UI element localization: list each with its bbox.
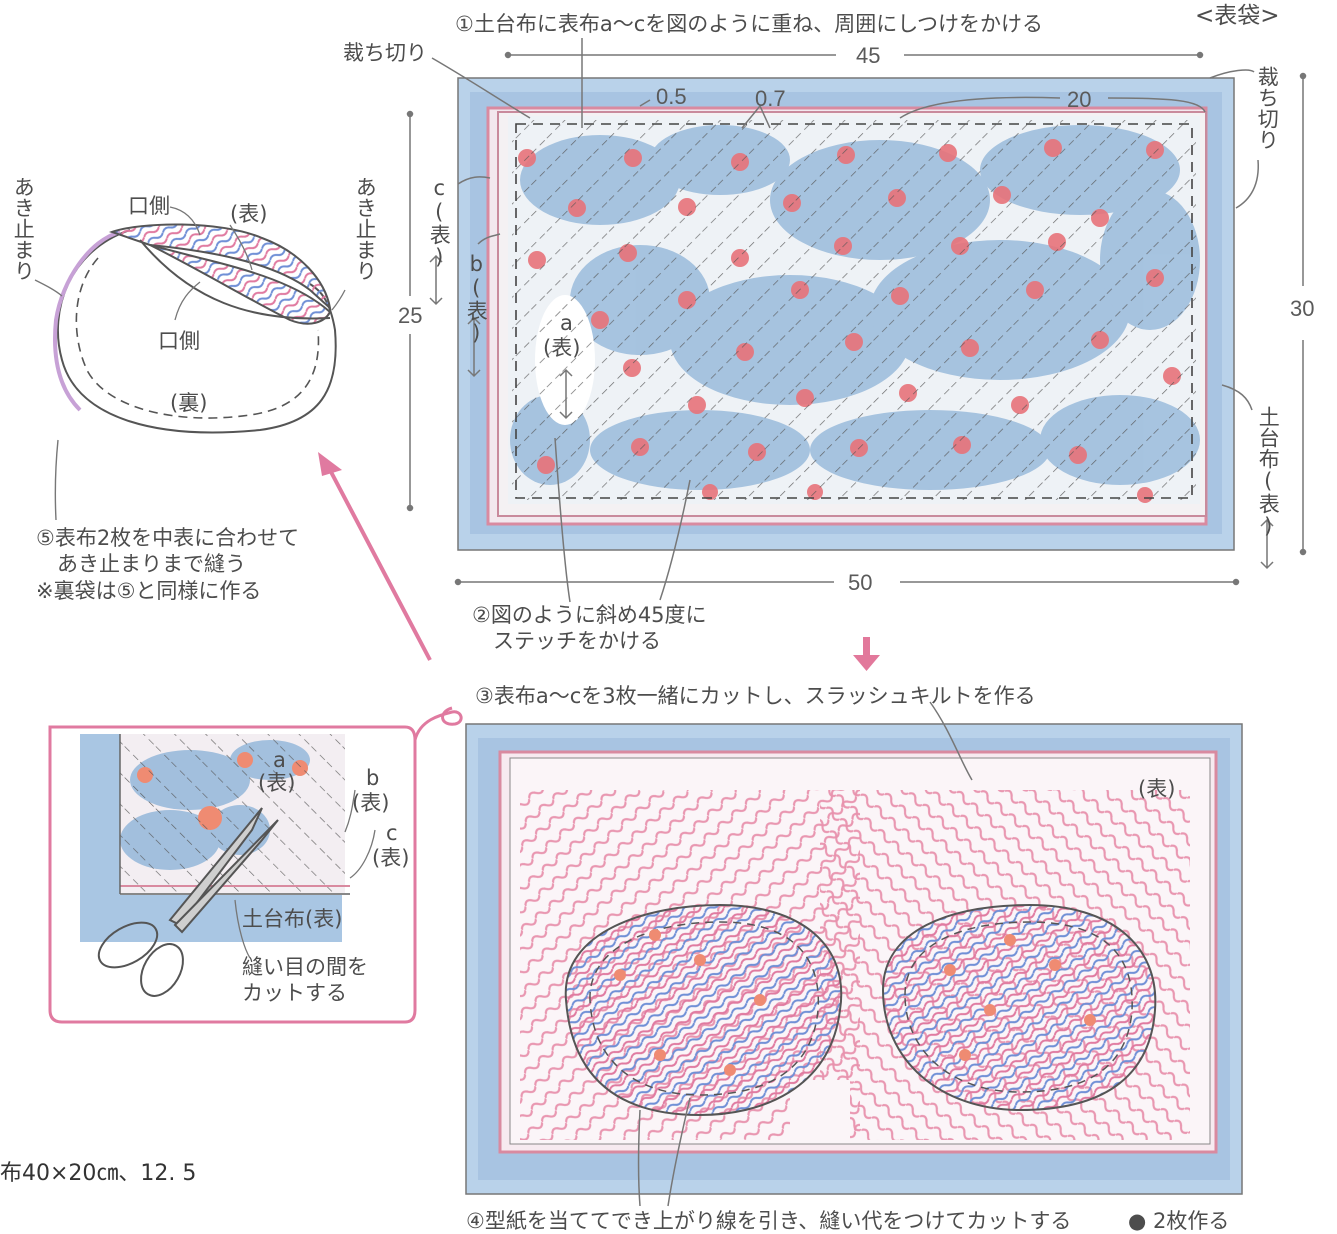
step-1-text: ①土台布に表布a〜cを図のように重ね、周囲にしつけをかける <box>455 12 1043 36</box>
scissors-icon <box>97 807 279 997</box>
step-5-text: ⑤表布2枚を中表に合わせて あき止まりまで縫う ※裏袋は⑤と同様に作る <box>36 526 300 603</box>
inset-a-label: a <box>273 748 286 772</box>
bottom-face-label: (表) <box>1138 777 1176 801</box>
step-3-text: ③表布a〜cを3枚一緒にカットし、スラッシュキルトを作る <box>475 684 1036 708</box>
fabric-b-label: b(表) <box>464 252 489 345</box>
base-fabric-label: 土台布(表) <box>1256 406 1281 538</box>
fabric-c-label: c(表) <box>427 176 452 269</box>
bag-illustration <box>34 206 346 521</box>
top-panel <box>457 77 1235 551</box>
bag-front-label: (表) <box>230 202 268 226</box>
offset-label-b: 0.7 <box>755 86 786 111</box>
fabric-a-face-label: (表) <box>543 336 581 360</box>
step-2-text: ②図のように斜め45度に ステッチをかける <box>472 603 707 654</box>
fabric-a-label: a <box>560 311 573 335</box>
bag-back-label: (裏) <box>170 391 208 415</box>
inset-base-label: 土台布(表) <box>242 907 343 931</box>
dimension-left: 25 <box>398 303 423 328</box>
mouth-side-label-mid: 口側 <box>158 329 200 353</box>
cut-edge-label-right: 裁ち切り <box>1255 66 1280 150</box>
offset-label-c: 20 <box>1067 87 1092 112</box>
opening-end-label-left: あき止まり <box>11 176 36 281</box>
dimension-right: 30 <box>1290 296 1315 321</box>
cut-edge-label-left: 裁ち切り <box>343 41 427 65</box>
dimension-lines <box>406 38 1307 603</box>
inset-b-label: b <box>366 766 380 790</box>
bag-piece-right <box>881 903 1157 1112</box>
dimension-bottom: 50 <box>848 570 873 595</box>
dimension-top: 45 <box>856 43 881 68</box>
step-4-text: ④型紙を当ててでき上がり線を引き、縫い代をつけてカットする <box>466 1209 1072 1233</box>
down-arrow-icon <box>853 637 880 671</box>
footer-note: 布40×20㎝、12. 5 <box>0 1161 197 1186</box>
diagonal-stitches <box>512 120 1196 500</box>
inset-c-label: c <box>386 821 398 845</box>
bottom-panel <box>465 701 1243 1207</box>
step-4-count: ● 2枚作る <box>1128 1209 1230 1233</box>
pink-arrow-icon <box>318 452 432 661</box>
header-title: <表袋> <box>1195 3 1280 29</box>
inset-b-face-label: (表) <box>352 791 390 815</box>
opening-end-label-right: あき止まり <box>353 176 378 281</box>
inset-c-face-label: (表) <box>372 846 410 870</box>
bag-piece-left <box>564 903 843 1117</box>
inset-cut-note: 縫い目の間を カットする <box>242 955 368 1006</box>
mouth-side-label-top: 口側 <box>128 194 170 218</box>
inset-a-face-label: (表) <box>258 771 296 795</box>
inset-detail <box>48 706 463 1024</box>
basting-line <box>515 123 1193 499</box>
offset-label-a: 0.5 <box>656 84 687 109</box>
